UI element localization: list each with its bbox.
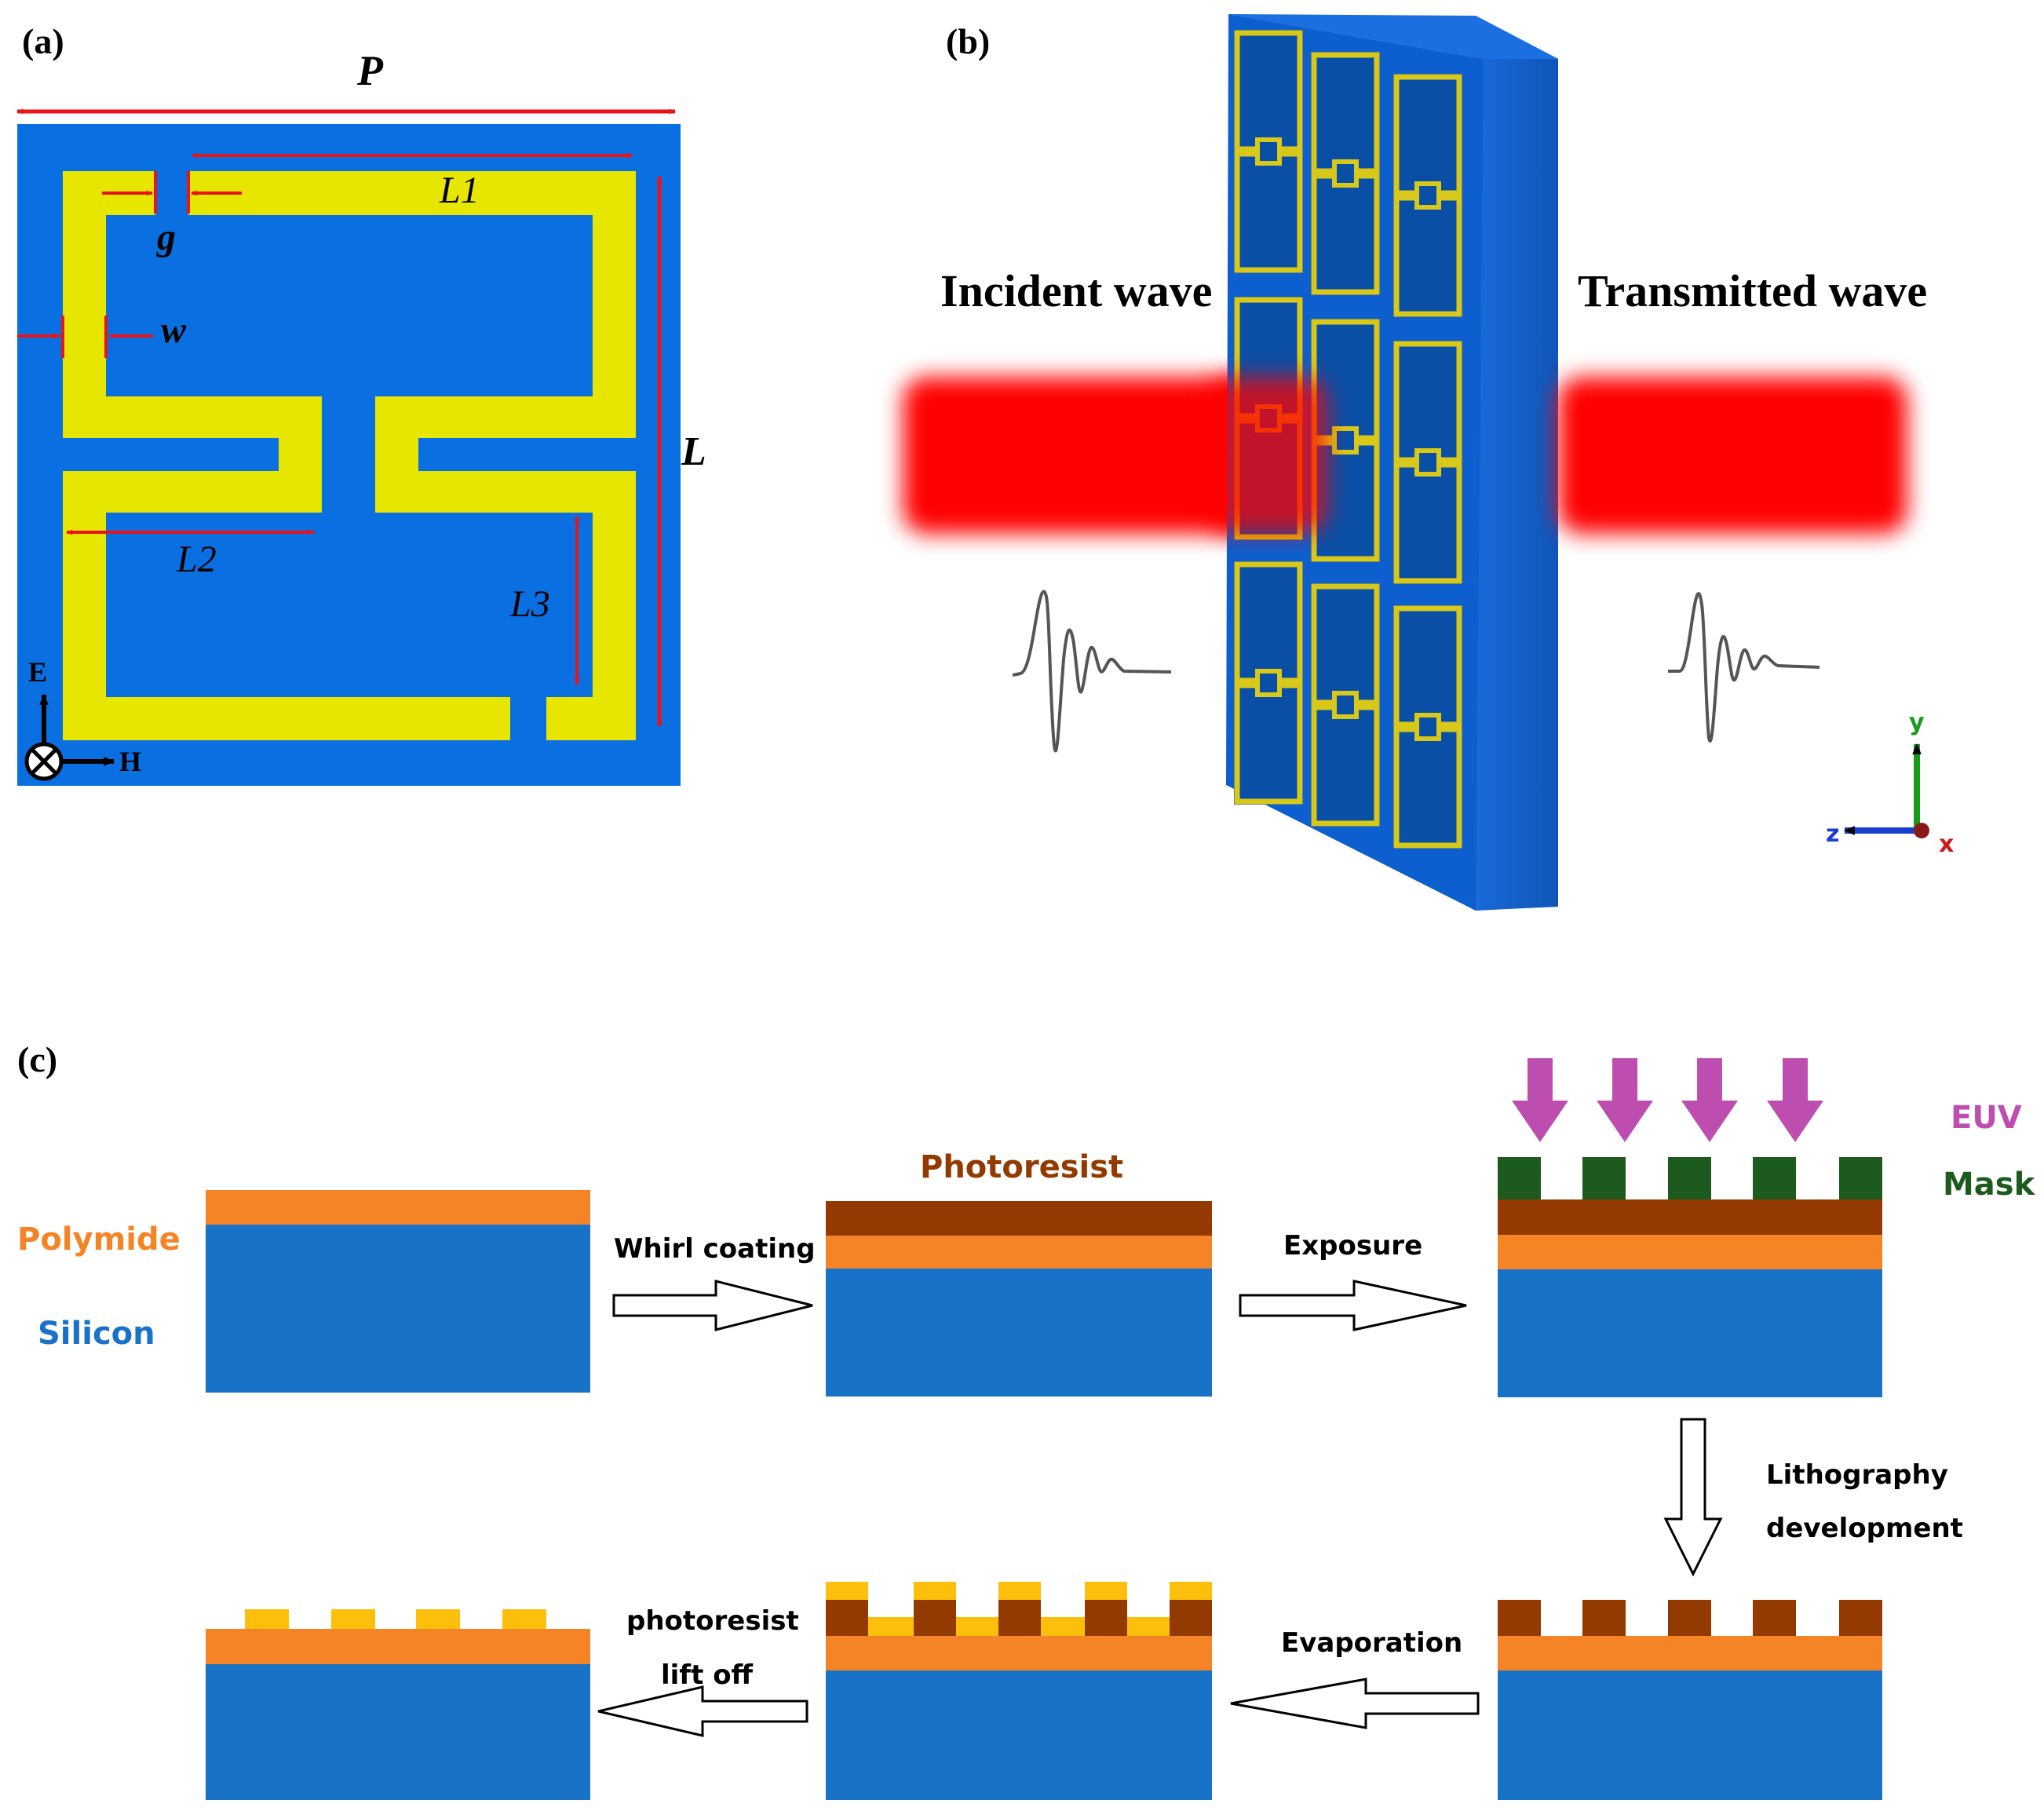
- gold-block: [502, 1609, 546, 1629]
- gold-block: [416, 1609, 460, 1629]
- stage-exposure: [1498, 1058, 1882, 1397]
- photoresist-block: [1498, 1600, 1541, 1636]
- polymide-label: Polymide: [17, 1221, 181, 1258]
- incident-beam-overlay: [1209, 377, 1327, 534]
- photoresist-block: [1085, 1600, 1127, 1636]
- panel-b-label: (b): [946, 21, 990, 61]
- slab-side-face: [1476, 16, 1558, 911]
- mask-block: [1753, 1157, 1796, 1199]
- transmitted-wave-label: Transmitted wave: [1578, 265, 1927, 316]
- srr-resonator: [63, 171, 636, 740]
- photoresist-block: [1170, 1600, 1212, 1636]
- gold-cap: [1085, 1582, 1127, 1600]
- slab-top-face: [1228, 14, 1558, 59]
- stage-development: [1498, 1600, 1882, 1800]
- euv-arrow: [1512, 1058, 1568, 1142]
- stage-liftoff: [206, 1609, 590, 1800]
- incident-waveform: [1012, 590, 1172, 753]
- step-evaporation: Evaporation: [1281, 1627, 1462, 1659]
- arrow-exposure: [1239, 1280, 1467, 1331]
- axis-h-label: H: [119, 746, 141, 777]
- dim-p-label: P: [356, 47, 384, 94]
- developed-photoresist: [1498, 1600, 1882, 1636]
- panel-c-label: (c): [17, 1039, 57, 1079]
- dim-l3-label: L3: [509, 583, 550, 625]
- euv-label: EUV: [1951, 1100, 2022, 1136]
- metasurface-cell: [1234, 30, 1303, 273]
- dim-w-label: w: [161, 309, 187, 351]
- euv-arrow: [1767, 1058, 1823, 1142]
- metasurface-cell: [1393, 605, 1462, 849]
- mask-block: [1839, 1157, 1882, 1199]
- photoresist-block: [1668, 1600, 1711, 1636]
- step-lithography: Lithography: [1766, 1459, 1948, 1491]
- photoresist-block: [998, 1600, 1041, 1636]
- gold-block: [331, 1609, 375, 1629]
- gold-pattern: [245, 1609, 546, 1629]
- coordinate-triad: y z x: [1826, 709, 1954, 858]
- mask-label: Mask: [1943, 1167, 2036, 1203]
- mask-pattern: [1498, 1157, 1882, 1199]
- step-development: development: [1766, 1513, 1963, 1544]
- metasurface-cell: [1393, 74, 1462, 317]
- photoresist-block: [1839, 1600, 1882, 1636]
- transmitted-waveform: [1668, 592, 1820, 743]
- photoresist-block: [1582, 1600, 1626, 1636]
- stage-photoresist: [826, 1201, 1212, 1397]
- arrow-development: [1663, 1418, 1723, 1577]
- stage-evaporation: [826, 1582, 1212, 1800]
- photoresist-block: [1753, 1600, 1796, 1636]
- arrow-liftoff: [597, 1685, 808, 1737]
- axis-z-label: z: [1826, 820, 1839, 848]
- dim-l2-label: L2: [176, 539, 217, 580]
- dim-l-label: L: [681, 429, 706, 474]
- silicon-label: Silicon: [38, 1316, 155, 1352]
- arrow-whirl-coating: [612, 1280, 813, 1331]
- panel-a: (a) P: [16, 21, 706, 786]
- mask-block: [1582, 1157, 1626, 1199]
- euv-arrow: [1597, 1058, 1653, 1142]
- photoresist-label: Photoresist: [920, 1149, 1123, 1185]
- gold-cap: [826, 1582, 868, 1600]
- metasurface-cell: [1311, 52, 1380, 295]
- euv-arrow: [1681, 1058, 1738, 1142]
- panel-c: (c) Polymide Silicon Photoresist EUV Mas…: [17, 1039, 2036, 1800]
- gold-block: [245, 1609, 289, 1629]
- axis-x-label: x: [1939, 831, 1954, 858]
- evaporated-gold: [826, 1582, 1212, 1636]
- gold-cap: [1170, 1582, 1212, 1600]
- mask-block: [1498, 1157, 1541, 1199]
- gold-cap: [914, 1582, 956, 1600]
- mask-block: [1668, 1157, 1711, 1199]
- euv-arrows: [1512, 1058, 1823, 1142]
- axis-e-label: E: [28, 656, 47, 688]
- gold-cap: [998, 1582, 1041, 1600]
- polarization-axes: E H: [24, 656, 141, 781]
- photoresist-block: [826, 1600, 868, 1636]
- metasurface-cell: [1311, 583, 1380, 827]
- dim-g-label: g: [156, 217, 176, 258]
- dim-l1-label: L1: [439, 170, 480, 211]
- step-whirl-coating: Whirl coating: [614, 1233, 816, 1265]
- photoresist-block: [914, 1600, 956, 1636]
- axis-y-label: y: [1909, 709, 1925, 736]
- step-photoresist: photoresist: [626, 1605, 799, 1637]
- metasurface-cell: [1393, 341, 1462, 584]
- panel-a-label: (a): [22, 21, 64, 61]
- step-lift-off: lift off: [661, 1659, 754, 1691]
- stage-substrate: [206, 1190, 590, 1393]
- unit-cell-substrate: [17, 124, 681, 786]
- arrow-evaporation: [1230, 1678, 1480, 1729]
- incident-wave-label: Incident wave: [940, 265, 1212, 316]
- metasurface-cell: [1234, 561, 1303, 805]
- transmitted-beam: [1558, 377, 1907, 534]
- panel-b: (b) Incident wave Transmitted wave y z x: [903, 14, 1954, 911]
- step-exposure: Exposure: [1283, 1230, 1422, 1261]
